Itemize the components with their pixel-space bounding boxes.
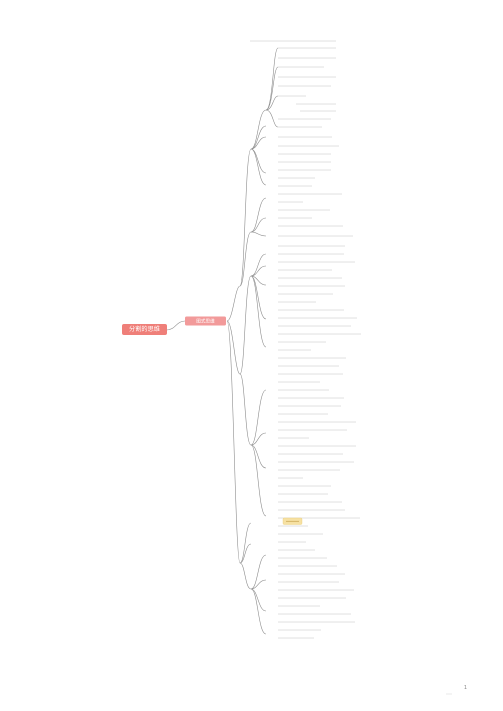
secondary-node [185, 316, 226, 326]
secondary-node-label: 图式思维 [196, 318, 215, 325]
center-to-top-branch-link [226, 285, 241, 322]
connector-lines [165, 47, 279, 635]
center-to-bottom-branch-link [226, 320, 241, 564]
branch-lines [250, 40, 361, 639]
root-to-center-link [165, 320, 186, 331]
page-number: 1 [463, 685, 467, 691]
top-trunk-link-2 [239, 231, 252, 287]
top-trunk-link-1 [239, 148, 252, 287]
root-node [122, 324, 167, 335]
center-to-middle-branch-link [226, 320, 241, 375]
root-node-label: 分割的思维 [129, 325, 160, 333]
